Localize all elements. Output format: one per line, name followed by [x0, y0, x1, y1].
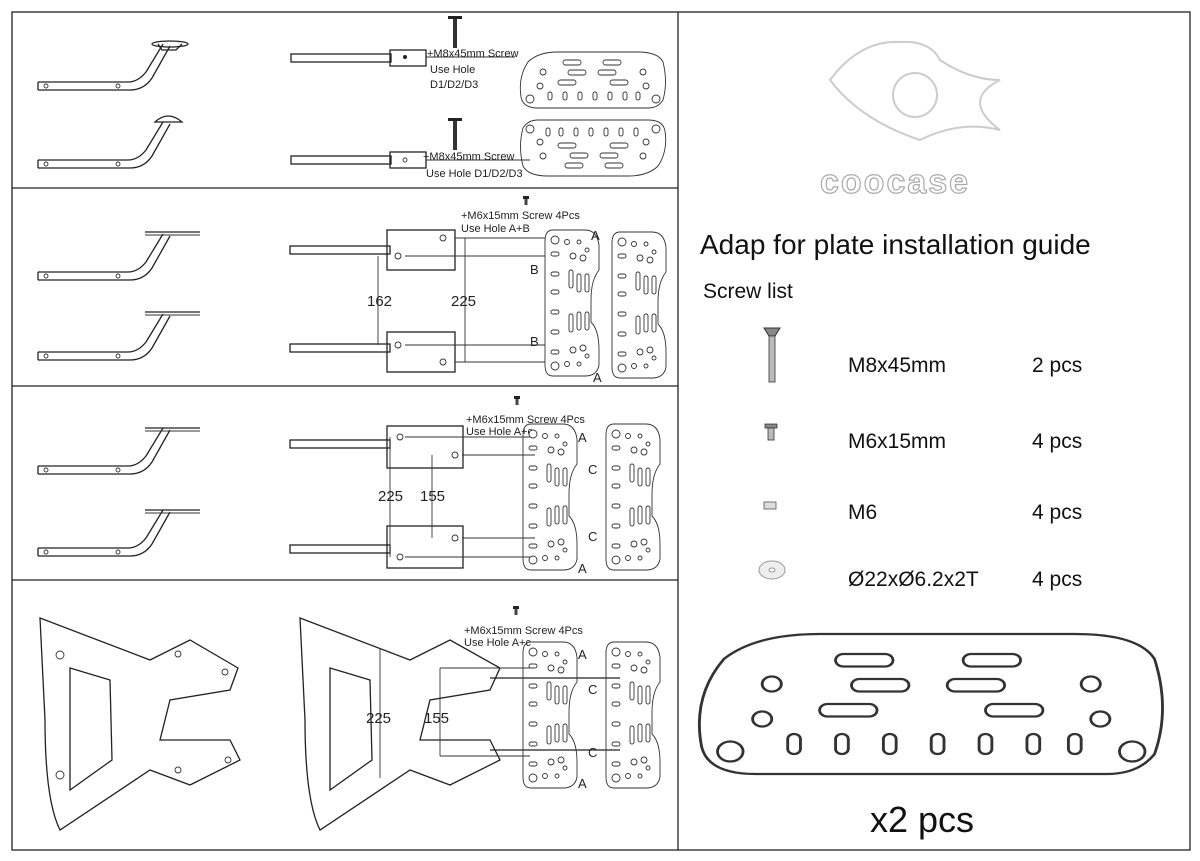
- dimension-label: 225: [378, 488, 403, 505]
- plate-icon: [519, 51, 666, 109]
- hole-label: Use Hole D1/D2/D3: [426, 168, 523, 180]
- screw-label: +M8x45mm Screw: [423, 151, 514, 163]
- dimension-label: 162: [367, 293, 392, 310]
- side-view-1: +M8x45mm Screw Use Hole D1/D2/D3 +M8x45m…: [290, 16, 667, 180]
- hole-marker: B: [530, 334, 539, 349]
- step-2: +M6x15mm Screw 4Pcs Use Hole A+B 162 225…: [37, 196, 667, 385]
- hole-label: Use Hole A+B: [461, 223, 530, 235]
- hole-marker: C: [588, 462, 597, 477]
- long-screw-icon: [763, 327, 781, 383]
- page-title: Adap for plate installation guide: [700, 229, 1091, 260]
- hole-marker: A: [578, 647, 587, 662]
- hole-marker: A: [578, 776, 587, 791]
- hole-marker: A: [593, 370, 602, 385]
- logo-text: coocase: [820, 163, 970, 201]
- short-screw-icon: [764, 423, 778, 441]
- frame-adapter-icon: [39, 617, 241, 831]
- screw-label: +M6x15mm Screw 4Pcs: [466, 414, 585, 426]
- screw-label: +M6x15mm Screw 4Pcs: [461, 210, 580, 222]
- nut-icon: [763, 501, 777, 510]
- list-item: Ø22xØ6.2x2T 4 pcs: [758, 560, 1082, 591]
- item-name: Ø22xØ6.2x2T: [848, 568, 979, 591]
- hole-marker: C: [588, 682, 597, 697]
- washer-icon: [758, 560, 786, 580]
- screw-list: M8x45mm 2 pcs M6x15mm 4 pcs M6 4 pcs Ø22…: [758, 327, 1082, 591]
- item-qty: 2 pcs: [1032, 354, 1082, 377]
- item-name: M6: [848, 501, 877, 524]
- hole-marker: A: [578, 561, 587, 576]
- frame-adapter-assembly: [299, 617, 620, 831]
- item-qty: 4 pcs: [1032, 430, 1082, 453]
- item-name: M8x45mm: [848, 354, 946, 377]
- plate-quantity: x2 pcs: [870, 799, 974, 840]
- hole-label: D1/D2/D3: [430, 79, 478, 91]
- dimension-label: 225: [451, 293, 476, 310]
- step-3: +M6x15mm Screw 4Pcs Use Hole A+c 225 155…: [37, 396, 661, 576]
- step-1: +M8x45mm Screw Use Hole D1/D2/D3 +M8x45m…: [37, 16, 667, 180]
- screw-label: +M6x15mm Screw 4Pcs: [464, 625, 583, 637]
- list-item: M6x15mm 4 pcs: [764, 423, 1082, 453]
- screw-label: +M8x45mm Screw: [427, 48, 518, 60]
- hole-marker: C: [588, 745, 597, 760]
- sheet-border: [11, 11, 1191, 851]
- bracket-arm-icon: [37, 40, 189, 169]
- hole-label: Use Hole A+c: [464, 637, 531, 649]
- dimension-label: 155: [420, 488, 445, 505]
- hole-marker: A: [578, 430, 587, 445]
- dimension-label: 155: [424, 710, 449, 727]
- hole-label: Use Hole: [430, 64, 475, 76]
- hole-marker: C: [588, 529, 597, 544]
- hole-marker: B: [530, 262, 539, 277]
- adapter-plate-drawing: [697, 632, 1164, 776]
- dimension-label: 225: [366, 710, 391, 727]
- list-item: M8x45mm 2 pcs: [763, 327, 1082, 383]
- screw-list-heading: Screw list: [703, 280, 793, 303]
- step-4: +M6x15mm Screw 4Pcs Use Hole A+c 225 155…: [39, 606, 661, 831]
- item-qty: 4 pcs: [1032, 568, 1082, 591]
- list-item: M6 4 pcs: [763, 501, 1082, 524]
- hole-label: Use Hole A+c: [466, 426, 533, 438]
- brand-logo: coocase: [819, 40, 1001, 202]
- item-name: M6x15mm: [848, 430, 946, 453]
- item-qty: 4 pcs: [1032, 501, 1082, 524]
